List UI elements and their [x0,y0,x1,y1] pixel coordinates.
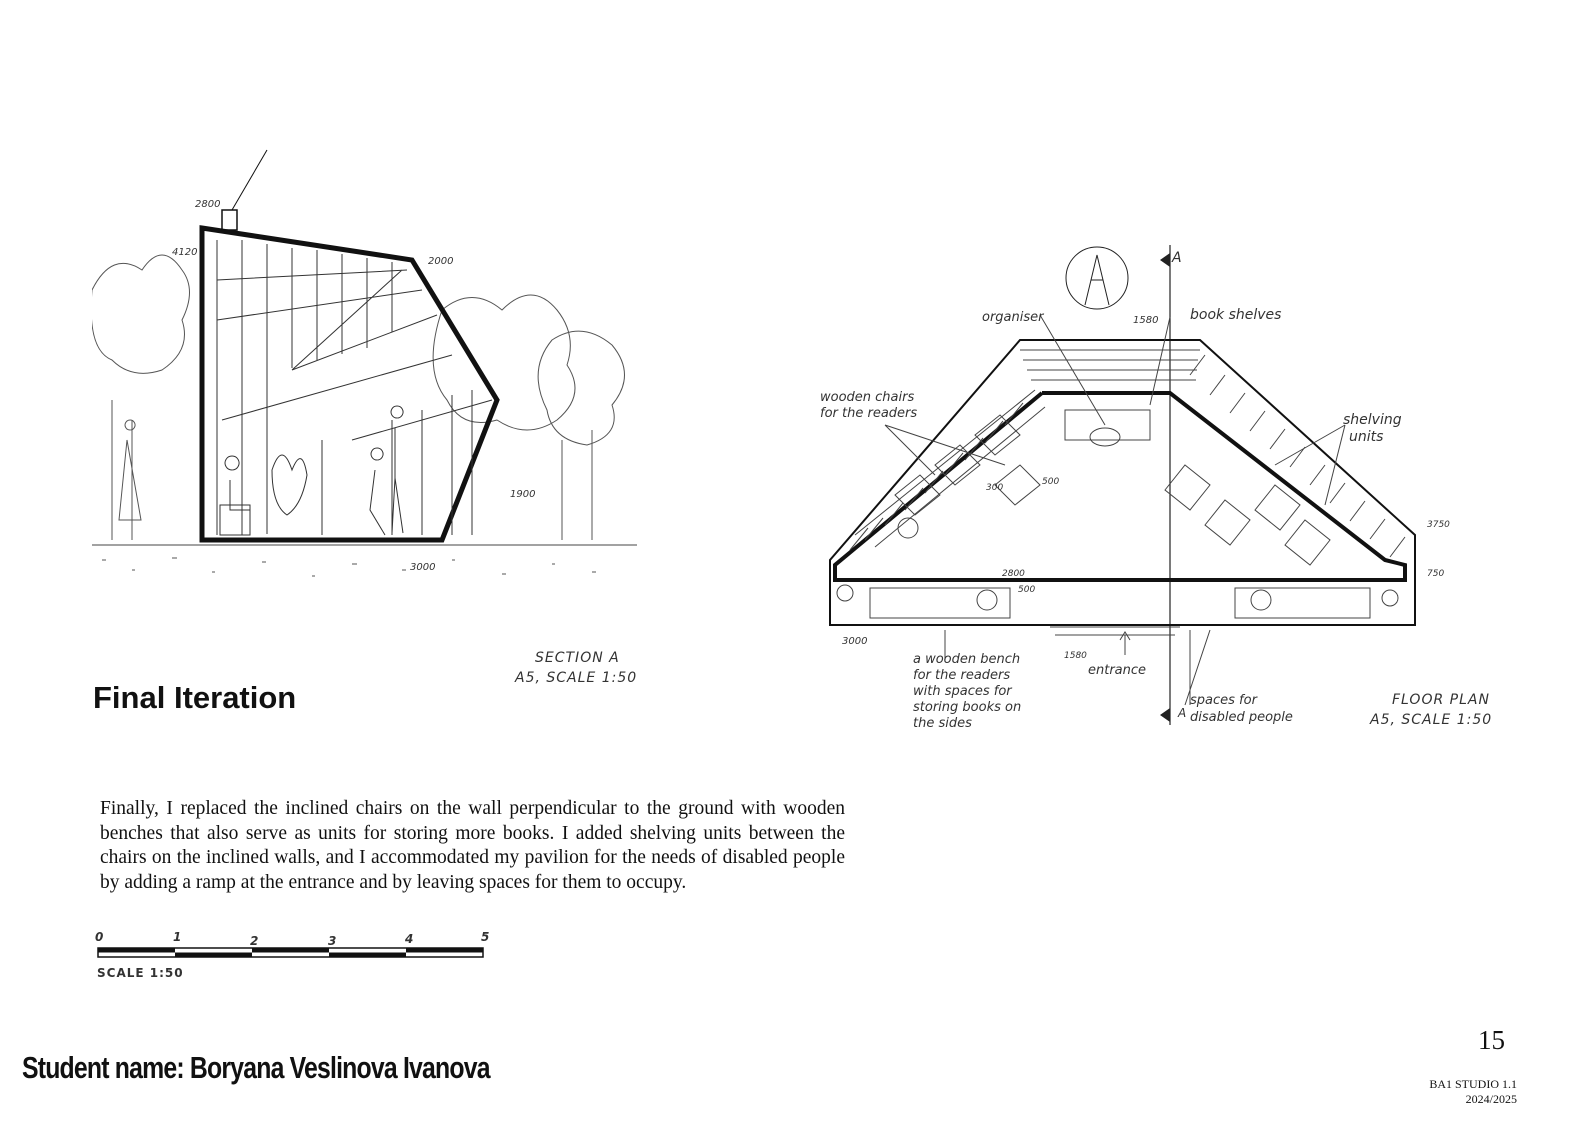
section-marker: A [1172,250,1182,266]
annotation-dim: 1580 [1133,315,1159,326]
floor-plan-drawing [829,245,1416,725]
scale-tick: 2 [250,934,259,948]
annotation-dim: 2800 [1002,569,1025,579]
scale-tick: 0 [95,930,104,944]
studio-info: BA1 STUDIO 1.1 2024/2025 [1429,1077,1517,1107]
section-a-drawing [92,149,637,577]
studio-year: 2024/2025 [1465,1092,1517,1106]
section-label-line2: A5, SCALE 1:50 [515,670,638,686]
annotation-spaces: spaces for disabled people [1190,693,1293,725]
section-dim: 2800 [195,199,221,210]
section-dim: 2000 [428,256,454,267]
scale-bar-graphic [97,947,484,958]
page-title: Final Iteration [93,680,297,715]
page-number: 15 [1478,1025,1505,1055]
annotation-dim: 750 [1427,569,1445,579]
section-dim: 4120 [172,247,198,258]
annotation-dim: 300 [986,483,1004,493]
scale-tick: 3 [328,934,337,948]
annotation-wooden-chairs: wooden chairs for the readers [820,390,918,421]
annotation-dim: 1580 [1064,651,1087,661]
annotation-dim: 3750 [1427,520,1450,530]
annotation-bench: a wooden bench for the readers with spac… [913,652,1022,731]
studio-name: BA1 STUDIO 1.1 [1429,1077,1517,1091]
scale-tick: 5 [481,930,490,944]
section-marker: A [1178,706,1187,720]
scale-tick: 4 [405,932,414,946]
annotation-book-shelves: book shelves [1190,307,1282,323]
floor-plan-label: FLOOR PLAN A5, SCALE 1:50 [1370,690,1492,730]
scale-tick: 1 [173,930,182,944]
annotation-dim: 3000 [842,636,868,647]
annotation-dim: 500 [1018,585,1036,595]
floor-plan-label-line2: A5, SCALE 1:50 [1370,712,1493,728]
annotation-dim: 500 [1042,477,1060,487]
student-name: Student name: Boryana Veslinova Ivanova [22,1050,491,1085]
scale-label: SCALE 1:50 [97,966,184,980]
section-label-line1: SECTION A [535,650,620,666]
section-label: SECTION A A5, SCALE 1:50 [515,648,637,688]
annotation-shelving-units: shelving units [1343,412,1402,445]
annotation-organiser: organiser [982,310,1044,325]
scale-bar: 0 1 2 3 4 5 SCALE 1:50 [95,930,495,985]
section-dim: 3000 [410,562,436,573]
section-dim: 1900 [510,489,536,500]
annotation-entrance: entrance [1088,663,1147,678]
description-paragraph: Finally, I replaced the inclined chairs … [100,798,845,893]
floor-plan-label-line1: FLOOR PLAN [1392,692,1490,708]
